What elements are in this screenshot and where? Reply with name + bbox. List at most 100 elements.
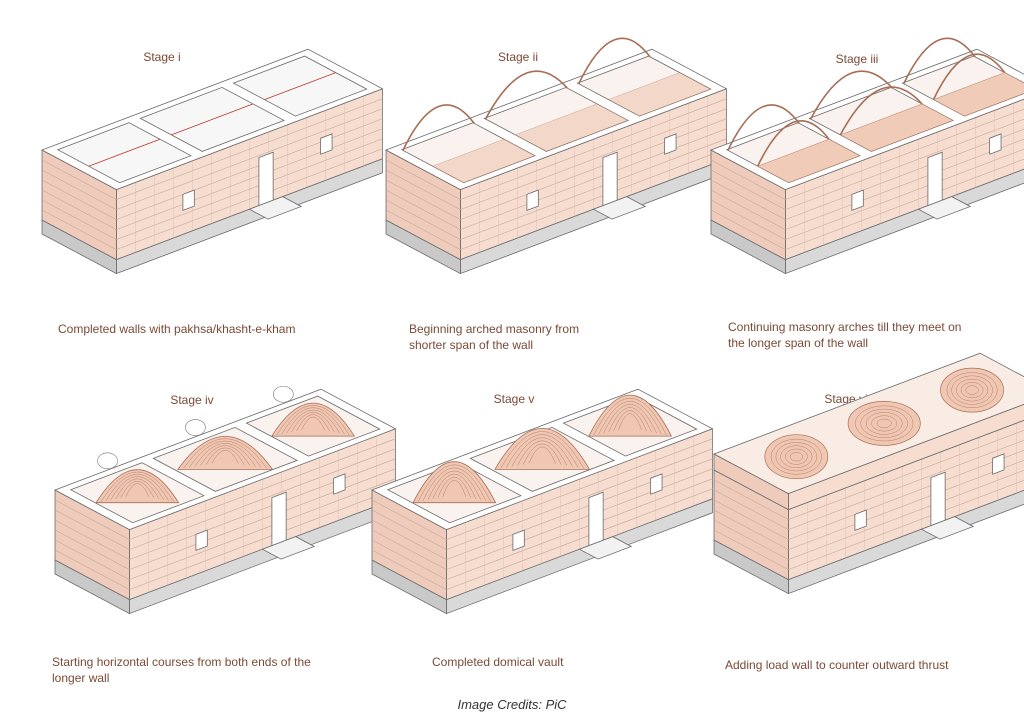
stage-5-drawing: [371, 388, 714, 615]
stage-4-drawing: [54, 385, 397, 615]
building: [713, 352, 1024, 595]
vault-course: [785, 448, 808, 465]
arched-masonry: [432, 138, 536, 183]
stage-2-caption: Beginning arched masonry from shorter sp…: [409, 322, 580, 352]
vault-course: [608, 407, 652, 433]
vault-shell: [412, 461, 497, 504]
course-line: [41, 199, 117, 240]
image-credit: Image Credits: PiC: [457, 697, 567, 712]
course-line: [41, 179, 117, 220]
stage-4-title: Stage iv: [170, 393, 214, 407]
door-opening: [258, 151, 274, 207]
vault-course: [194, 443, 256, 467]
vault-dome: [847, 401, 921, 446]
vault-course: [855, 405, 914, 442]
vault-course: [965, 385, 979, 395]
window-opening: [333, 473, 346, 495]
building: [385, 37, 728, 275]
entrance-steps: [592, 196, 647, 220]
vault-course: [780, 445, 813, 468]
masonry-arch-mid: [932, 53, 1006, 100]
stage-3-title: Stage iii: [835, 52, 879, 66]
course-line: [713, 479, 789, 520]
window-opening: [526, 189, 539, 211]
door-opening: [930, 471, 946, 527]
course-line: [41, 159, 117, 200]
course-line: [54, 519, 130, 560]
vault-course: [593, 398, 667, 436]
building: [371, 388, 714, 615]
vault-course: [956, 378, 989, 402]
course-line: [385, 209, 461, 250]
vault-course: [442, 480, 467, 497]
course-line: [713, 519, 789, 560]
course-line: [385, 169, 461, 210]
window-opening: [992, 453, 1005, 475]
vault-course: [206, 447, 245, 465]
marking-line: [264, 72, 336, 100]
course-line: [371, 539, 447, 580]
masonry-arch-mid: [756, 120, 830, 167]
course-line: [54, 509, 130, 550]
building: [54, 385, 397, 615]
stage-4-caption: Starting horizontal courses from both en…: [52, 655, 311, 685]
stage-2-title: Stage ii: [497, 50, 539, 64]
vault-course: [417, 464, 491, 502]
course-line: [713, 509, 789, 550]
course-line: [710, 189, 786, 230]
stage-6-caption: Adding load wall to counter outward thru…: [725, 658, 949, 672]
vault-course: [770, 438, 822, 475]
stage-6-drawing: [713, 352, 1024, 595]
vault-shell: [494, 428, 591, 470]
stage-1-drawing: [41, 48, 384, 275]
course-line: [385, 179, 461, 220]
arched-masonry: [839, 103, 954, 152]
vault-course: [775, 442, 817, 472]
vault-course: [301, 416, 325, 431]
vault-shell: [271, 402, 356, 437]
arched-masonry: [932, 72, 1024, 117]
stage-2-drawing: [385, 37, 728, 275]
course-line: [371, 509, 447, 550]
arched-masonry: [757, 138, 861, 183]
vault-course: [500, 431, 584, 469]
course-line: [710, 209, 786, 250]
vault-course: [211, 450, 239, 464]
vault-opening: [97, 452, 118, 470]
course-line: [54, 549, 130, 590]
vault-course: [946, 372, 998, 408]
vault-course: [789, 452, 803, 462]
window-opening: [512, 529, 525, 551]
entrance-steps: [578, 536, 633, 560]
course-line: [713, 499, 789, 540]
door-opening: [602, 151, 618, 207]
masonry-arch-back: [402, 104, 475, 151]
entrance-steps: [920, 516, 975, 540]
window-opening: [664, 133, 677, 155]
vault-course: [865, 412, 903, 435]
vault-course: [517, 440, 567, 466]
vault-opening: [273, 385, 294, 403]
marking-line: [171, 103, 254, 136]
stage-1-title: Stage i: [143, 50, 181, 64]
course-line: [710, 159, 786, 200]
vault-course: [876, 418, 892, 429]
arched-masonry: [514, 103, 629, 152]
vault-shell: [588, 394, 672, 437]
vault-course: [183, 438, 267, 469]
window-opening: [989, 133, 1002, 155]
marking-line: [88, 138, 161, 167]
vault-course: [528, 446, 556, 464]
building: [710, 37, 1024, 275]
stage-1-caption: Completed walls with pakhsa/khasht-e-kha…: [58, 322, 296, 336]
masonry-arch-back: [809, 70, 893, 120]
door-opening: [588, 491, 604, 547]
course-line: [41, 189, 117, 230]
arched-masonry: [607, 72, 712, 117]
door-opening: [271, 491, 287, 547]
stage-3-drawing: [710, 37, 1024, 275]
vault-opening: [185, 419, 206, 436]
stage-5-title: Stage v: [493, 392, 535, 406]
vault-course: [618, 413, 642, 431]
window-opening: [195, 529, 208, 551]
